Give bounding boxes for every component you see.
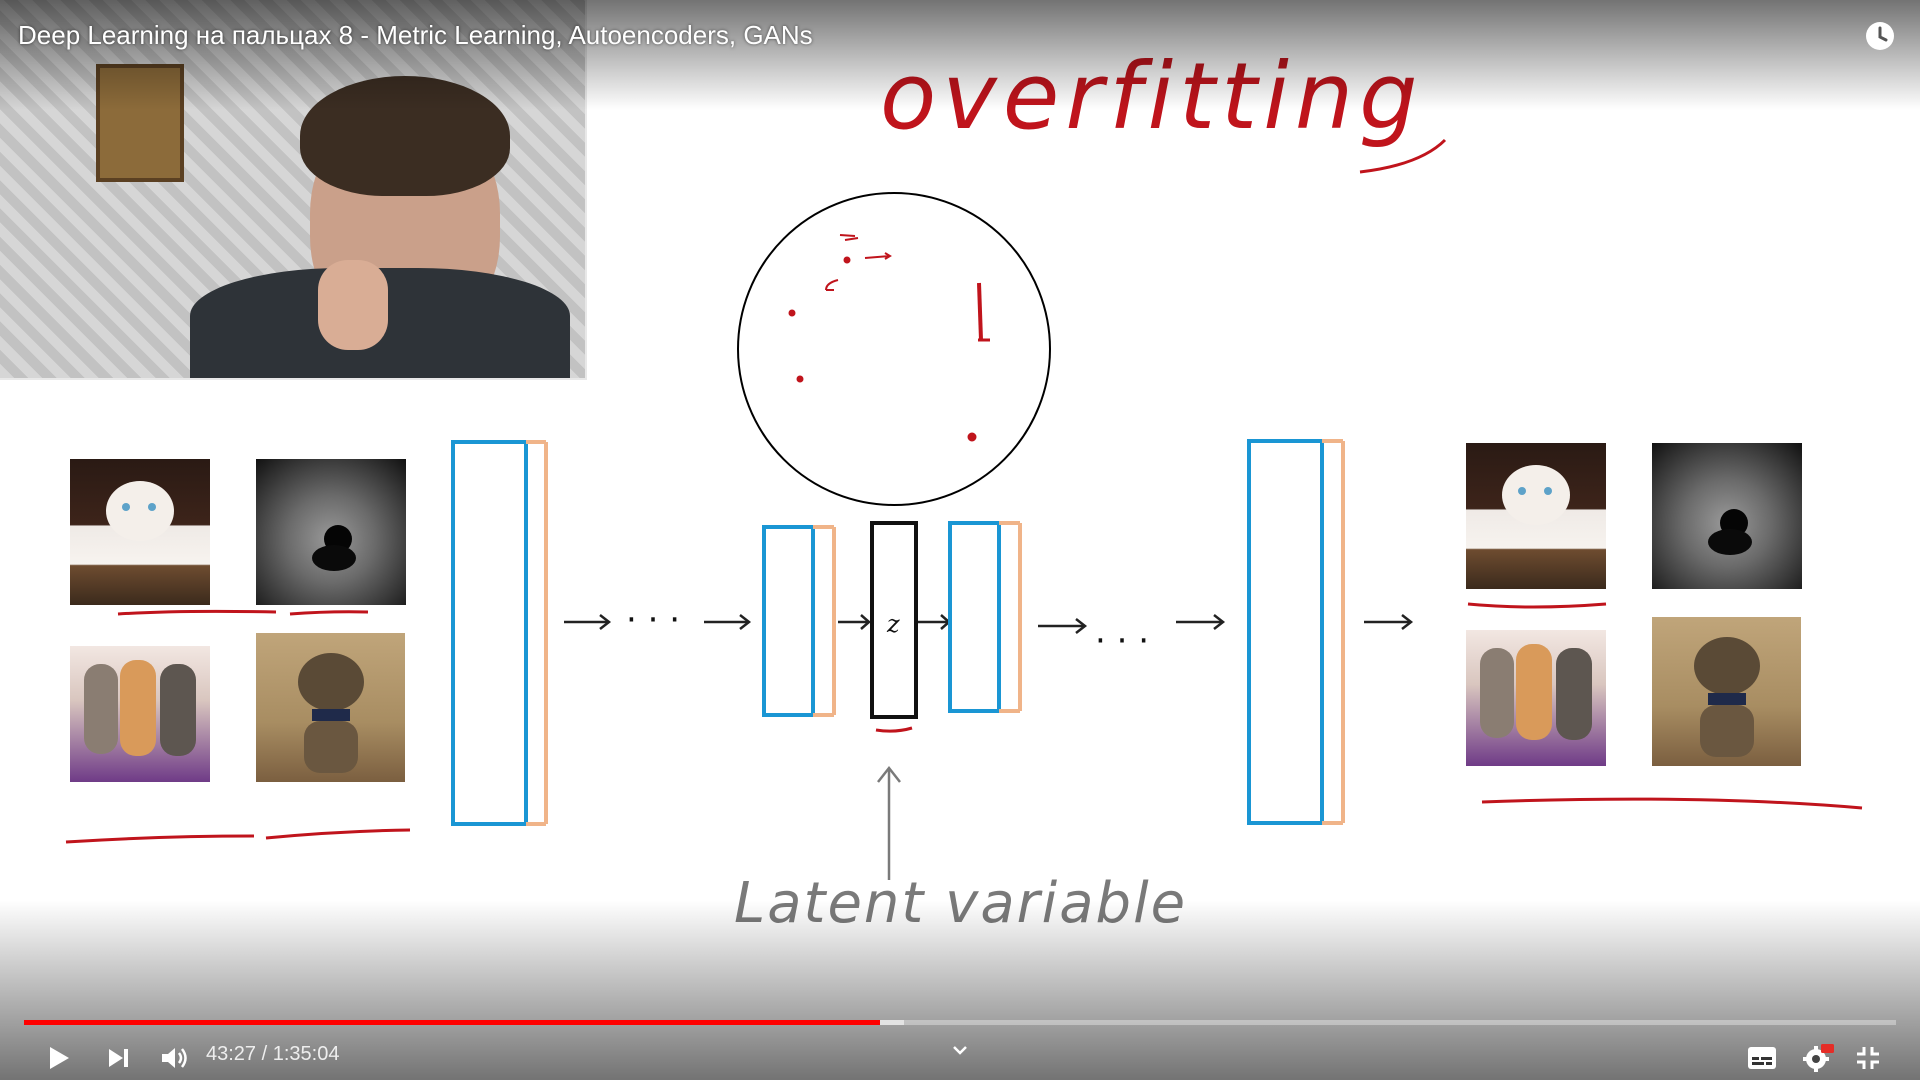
input-image-three-kittens bbox=[70, 646, 210, 782]
left-arrows bbox=[564, 614, 752, 630]
exit-fullscreen-button[interactable] bbox=[1846, 1036, 1890, 1080]
chevron-down-icon bbox=[953, 1046, 967, 1055]
output-image-black-cat bbox=[1652, 443, 1802, 589]
chapter-chevron-button[interactable] bbox=[938, 1028, 982, 1072]
input-image-black-cat bbox=[256, 459, 406, 605]
latent-points bbox=[788, 234, 990, 442]
output-image-three-kittens bbox=[1466, 630, 1606, 766]
volume-button[interactable] bbox=[152, 1036, 196, 1080]
right-ellipsis: · · · bbox=[1095, 621, 1149, 661]
play-button[interactable] bbox=[36, 1036, 80, 1080]
subtitles-button[interactable] bbox=[1740, 1036, 1784, 1080]
subtitles-icon bbox=[1748, 1047, 1776, 1069]
duration: 1:35:04 bbox=[272, 1043, 340, 1065]
clock-icon[interactable] bbox=[1864, 20, 1896, 52]
play-icon bbox=[50, 1047, 69, 1069]
input-image-bowtie-kitten bbox=[256, 633, 405, 782]
input-image-white-kitten bbox=[70, 459, 210, 605]
current-time: 43:27 bbox=[206, 1043, 257, 1065]
latent-space-circle bbox=[737, 192, 1051, 506]
progress-bar[interactable] bbox=[24, 1020, 1896, 1025]
output-image-bowtie-kitten bbox=[1652, 617, 1801, 766]
overfitting-heading: overfitting bbox=[880, 43, 1424, 150]
volume-icon bbox=[162, 1048, 187, 1068]
latent-z-layer bbox=[870, 521, 918, 719]
next-icon bbox=[109, 1049, 128, 1067]
progress-played bbox=[24, 1020, 880, 1025]
settings-button[interactable] bbox=[1796, 1036, 1840, 1080]
settings-icon bbox=[1803, 1044, 1834, 1072]
exit-fullscreen-icon bbox=[1857, 1047, 1879, 1069]
presenter-webcam bbox=[0, 0, 587, 380]
video-title[interactable]: Deep Learning на пальцах 8 - Metric Lear… bbox=[18, 20, 813, 50]
output-image-white-kitten bbox=[1466, 443, 1606, 589]
latent-variable-label: Latent variable bbox=[734, 871, 1187, 936]
z-label: z bbox=[886, 610, 900, 638]
time-separator: / bbox=[256, 1043, 273, 1065]
right-arrows bbox=[1038, 614, 1414, 634]
time-display: 43:27 / 1:35:04 bbox=[206, 1043, 339, 1066]
next-button[interactable] bbox=[96, 1036, 140, 1080]
left-ellipsis: · · · bbox=[626, 600, 680, 640]
heading-underline bbox=[1359, 138, 1447, 174]
